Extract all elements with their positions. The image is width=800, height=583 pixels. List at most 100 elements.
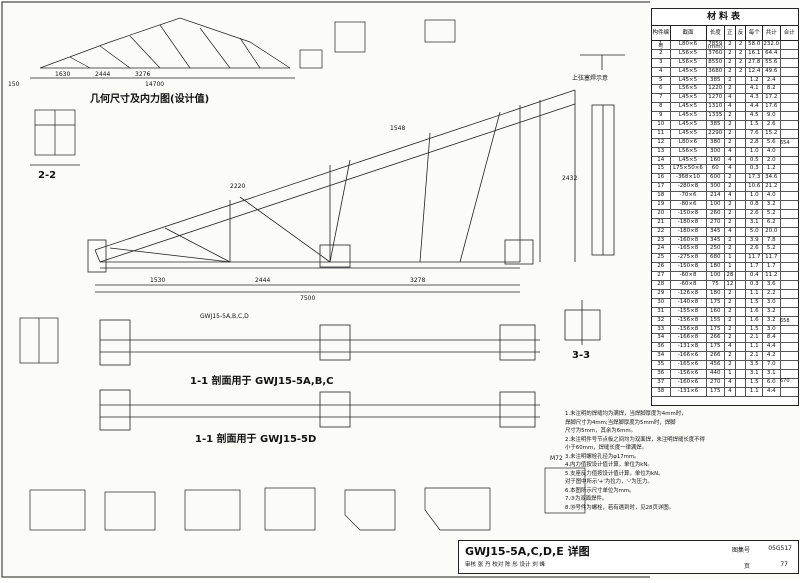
- table-cell: 2: [736, 58, 747, 67]
- table-cell: [736, 121, 747, 129]
- table-cell: 345: [707, 236, 725, 245]
- table-cell: [781, 50, 799, 58]
- table-cell: 4: [725, 94, 736, 103]
- table-cell: 11.2: [763, 272, 781, 281]
- table-cell: [736, 334, 747, 343]
- table-cell: 7.8: [763, 236, 781, 245]
- table-cell: 3: [652, 58, 671, 67]
- table-cell: 180: [707, 263, 725, 272]
- table-cell: 16.1: [746, 49, 763, 58]
- table-cell: 4.0: [763, 192, 781, 201]
- table-cell: 4.4: [746, 103, 763, 112]
- table-cell: 5.2: [763, 209, 781, 218]
- geometry-title: 几何尺寸及内力图(设计值): [90, 92, 209, 105]
- table-cell: [781, 77, 799, 85]
- table-cell: [736, 165, 747, 174]
- table-cell: [736, 272, 747, 281]
- table-cell: [781, 326, 799, 334]
- table-cell: 8: [652, 103, 671, 112]
- table-cell: L56×5: [671, 147, 707, 156]
- table-cell: 1.2: [763, 165, 781, 174]
- table-cell: 2: [725, 112, 736, 121]
- table-cell: 34.6: [763, 174, 781, 183]
- table-cell: 25: [652, 254, 671, 263]
- note-line: 2.未注明件号节点板之间均为双面焊，未注明焊缝长度不得: [565, 436, 705, 443]
- table-cell: 3.2: [763, 307, 781, 316]
- table-cell: 2.6: [746, 245, 763, 254]
- table-cell: [781, 165, 799, 173]
- table-cell: -165×8: [671, 245, 707, 254]
- table-cell: 4: [725, 378, 736, 387]
- table-cell: 1.7: [763, 263, 781, 272]
- header-section: 截面: [671, 26, 707, 40]
- table-cell: 19: [652, 201, 671, 209]
- table-cell: [781, 254, 799, 262]
- table-cell: [781, 103, 799, 111]
- table-cell: -180×8: [671, 227, 707, 236]
- table-cell: 30: [652, 298, 671, 307]
- table-cell: -155×8: [671, 307, 707, 316]
- table-cell: -156×8: [671, 316, 707, 325]
- table-cell: -165×6: [671, 361, 707, 369]
- table-cell: 12.4: [746, 67, 763, 76]
- table-cell: [736, 201, 747, 209]
- table-cell: -150×8: [671, 209, 707, 218]
- table-cell: 4: [725, 147, 736, 156]
- table-cell: [736, 263, 747, 272]
- note-line: 7.③为双面焊件。: [565, 496, 608, 502]
- table-cell: 58.0: [746, 41, 763, 49]
- signature-row: 审核 张 丹 校对 陈 彤 设计 刘 峰: [465, 562, 545, 568]
- table-cell: [781, 370, 799, 378]
- table-cell: 17.6: [763, 103, 781, 112]
- table-cell: 55.6: [763, 58, 781, 67]
- table-cell: 10: [652, 121, 671, 129]
- geometry-diagram: [30, 17, 295, 79]
- table-cell: [781, 68, 799, 76]
- table-cell: 2: [725, 201, 736, 209]
- table-cell: 1310: [707, 103, 725, 112]
- table-cell: [781, 237, 799, 245]
- upper-chord-label: 上弦塞焊示意: [572, 74, 608, 82]
- table-cell: 4: [652, 67, 671, 76]
- table-cell: [736, 316, 747, 325]
- table-cell: 14: [652, 156, 671, 165]
- table-cell: 4: [725, 343, 736, 352]
- note-line: 3.未注明螺栓孔径为φ17mm。: [565, 453, 640, 460]
- table-cell: [781, 121, 799, 129]
- table-cell: 11.7: [763, 254, 781, 263]
- table-cell: 8.4: [763, 334, 781, 343]
- side-total-2: 658: [780, 318, 790, 324]
- table-cell: 3.0: [763, 325, 781, 334]
- table-cell: 7: [652, 94, 671, 103]
- table-cell: [736, 76, 747, 85]
- table-cell: 1.5: [746, 121, 763, 129]
- table-cell: 4.4: [763, 343, 781, 352]
- table-cell: 3.1: [763, 369, 781, 378]
- header-id: 构件编号: [652, 26, 671, 50]
- table-cell: 380: [707, 138, 725, 147]
- dim-1548: 1548: [390, 125, 405, 132]
- table-cell: 17.3: [746, 174, 763, 183]
- table-cell: -60×8: [671, 281, 707, 289]
- table-cell: 2: [736, 49, 747, 58]
- dim-2432: 2432: [562, 175, 577, 182]
- table-cell: 64.4: [763, 49, 781, 58]
- header-front: 正: [725, 26, 736, 40]
- header-back: 反: [736, 26, 747, 40]
- table-cell: 37: [652, 378, 671, 387]
- table-cell: 2290: [707, 129, 725, 138]
- table-cell: 4: [725, 156, 736, 165]
- table-cell: 7.0: [763, 361, 781, 369]
